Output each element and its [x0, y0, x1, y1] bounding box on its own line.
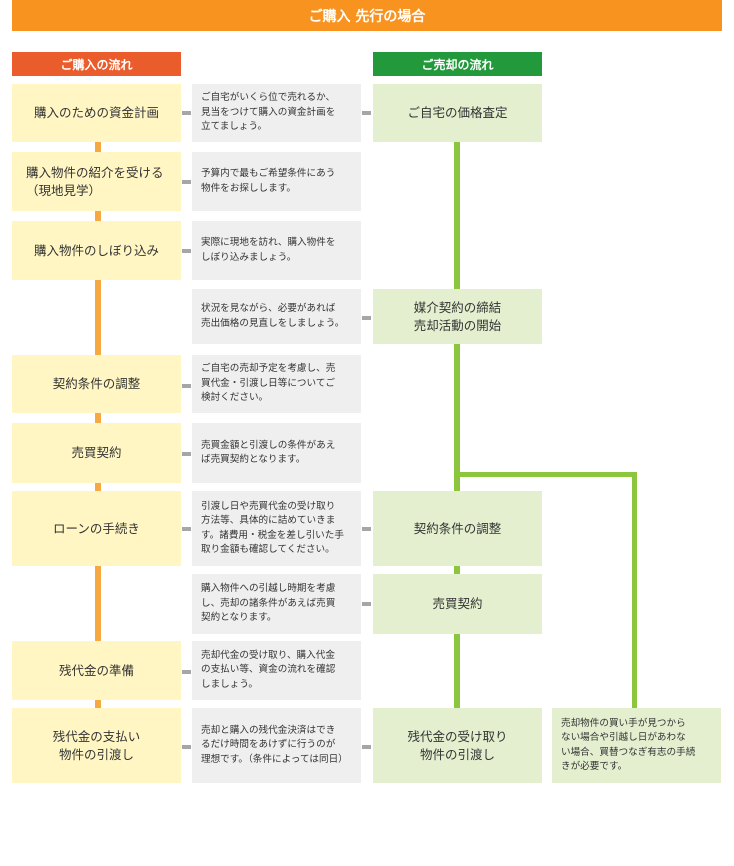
connector-dash: [362, 316, 371, 320]
description-sales-contract: 売買金額と引渡しの条件があえ ば売買契約となります。: [192, 423, 361, 483]
connector-dash: [182, 527, 191, 531]
sale-step-sales-contract: 売買契約: [373, 574, 542, 634]
purchase-connector: [95, 700, 101, 708]
branch-connector: [454, 472, 637, 477]
connector-dash: [362, 527, 371, 531]
purchase-step-loan-procedure: ローンの手続き: [12, 491, 181, 566]
purchase-step-narrow-down: 購入物件のしぼり込み: [12, 221, 181, 280]
purchase-connector: [95, 211, 101, 221]
sale-flow-header: ご売却の流れ: [373, 52, 542, 76]
description-settlement: 売却と購入の残代金決済はでき るだけ時間をあけずに行うのが 理想です。（条件によ…: [192, 708, 361, 783]
connector-dash: [182, 745, 191, 749]
description-property-introduction: 予算内で最もご希望条件にあう 物件をお探しします。: [192, 152, 361, 211]
description-move-timing: 購入物件への引越し時期を考慮 し、売却の諸条件があえば売買 契約となります。: [192, 574, 361, 634]
description-loan-procedure: 引渡し日や売買代金の受け取り 方法等、具体的に詰めていきま す。諸費用・税金を差…: [192, 491, 361, 566]
connector-dash: [182, 384, 191, 388]
connector-dash: [182, 249, 191, 253]
purchase-connector: [95, 483, 101, 491]
sale-step-price-assessment: ご自宅の価格査定: [373, 84, 542, 142]
purchase-step-balance-preparation: 残代金の準備: [12, 641, 181, 700]
description-contract-terms: ご自宅の売却予定を考慮し、売 買代金・引渡し日等についてご 検討ください。: [192, 355, 361, 413]
sale-connector: [454, 634, 460, 708]
purchase-connector: [95, 413, 101, 423]
purchase-connector: [95, 566, 101, 641]
purchase-step-sales-contract: 売買契約: [12, 423, 181, 483]
sale-connector: [454, 566, 460, 574]
connector-dash: [362, 745, 371, 749]
connector-dash: [182, 180, 191, 184]
purchase-step-contract-terms: 契約条件の調整: [12, 355, 181, 413]
sale-connector: [454, 142, 460, 289]
purchase-step-property-introduction: 購入物件の紹介を受ける （現地見学）: [12, 152, 181, 211]
sale-step-brokerage-contract: 媒介契約の締結 売却活動の開始: [373, 289, 542, 344]
purchase-step-balance-payment-handover: 残代金の支払い 物件の引渡し: [12, 708, 181, 783]
description-price-review: 状況を見ながら、必要があれば 売出価格の見直しをしましょう。: [192, 289, 361, 344]
description-narrow-down: 実際に現地を訪れ、購入物件を しぼり込みましょう。: [192, 221, 361, 280]
sale-step-contract-terms: 契約条件の調整: [373, 491, 542, 566]
connector-dash: [182, 452, 191, 456]
connector-dash: [362, 602, 371, 606]
connector-dash: [362, 111, 371, 115]
connector-dash: [182, 111, 191, 115]
branch-connector: [632, 472, 637, 709]
description-funding-plan: ご自宅がいくら位で売れるか、 見当をつけて購入の資金計画を 立てましょう。: [192, 84, 361, 142]
sale-connector: [454, 344, 460, 492]
description-fund-flow: 売却代金の受け取り、購入代金 の支払い等、資金の流れを確認 しましょう。: [192, 641, 361, 700]
purchase-step-funding-plan: 購入のための資金計画: [12, 84, 181, 142]
sale-step-balance-receipt-handover: 残代金の受け取り 物件の引渡し: [373, 708, 542, 783]
purchase-flow-header: ご購入の流れ: [12, 52, 181, 76]
purchase-connector: [95, 142, 101, 152]
connector-dash: [182, 670, 191, 674]
purchase-connector: [95, 280, 101, 355]
page-title: ご購入 先行の場合: [12, 0, 722, 31]
bridge-loan-note: 売却物件の買い手が見つから ない場合や引越し日があわな い場合、買替つなぎ有志の…: [552, 708, 721, 783]
